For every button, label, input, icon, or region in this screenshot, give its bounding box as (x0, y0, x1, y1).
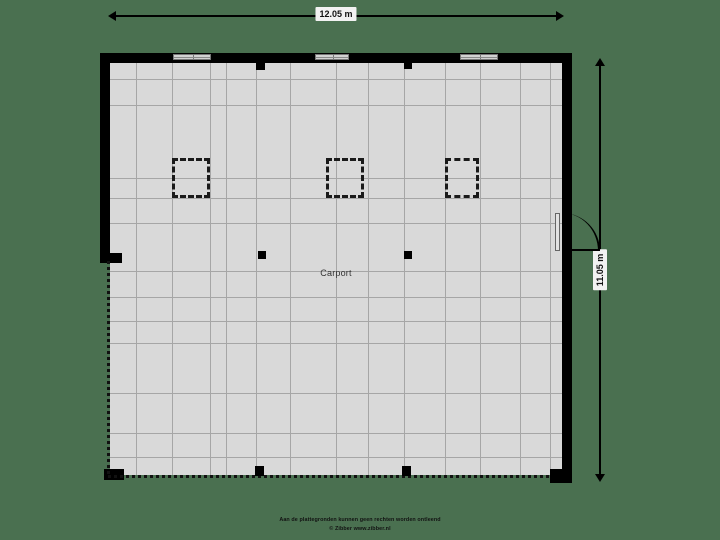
grid-line-vertical (226, 63, 227, 475)
window-top-left (173, 54, 211, 60)
width-dimension: 12.05 m (108, 7, 564, 24)
roof-opening-right (445, 158, 479, 198)
grid-line-horizontal (110, 178, 562, 179)
grid-line-vertical (336, 63, 337, 475)
grid-line-vertical (256, 63, 257, 475)
wall-corner-post-bottom-right (550, 469, 572, 483)
grid-line-horizontal (110, 223, 562, 224)
grid-line-vertical (550, 63, 551, 475)
pillar-right (404, 251, 412, 259)
wall-notch-top-right (554, 63, 562, 69)
window-top-center (315, 54, 349, 60)
footer-line-2: © Zibber www.zibber.nl (329, 526, 391, 532)
dimension-arrow-bottom (595, 474, 605, 482)
grid-line-horizontal (110, 343, 562, 344)
grid-line-horizontal (110, 105, 562, 106)
footer-line-1: Aan de plattegronden kunnen geen rechten… (279, 517, 441, 523)
wall-left-footing (100, 253, 122, 263)
room-label-carport: Carport (320, 268, 352, 278)
height-dimension-label: 11.05 m (593, 249, 607, 291)
grid-line-vertical (210, 63, 211, 475)
wall-left (100, 53, 110, 263)
post-bottom-right (402, 466, 411, 476)
post-bottom-mid (255, 466, 264, 476)
door-leaf[interactable] (555, 213, 560, 251)
window-mullion (480, 55, 481, 59)
window-mullion (193, 55, 194, 59)
roof-opening-left (172, 158, 210, 198)
post-top-mid (256, 63, 265, 70)
window-mullion (333, 55, 334, 59)
floor-plan: Carport (100, 53, 600, 483)
grid-line-vertical (520, 63, 521, 475)
open-edge-bottom (108, 475, 552, 478)
pillar-left (258, 251, 266, 259)
grid-line-horizontal (110, 79, 562, 80)
grid-line-vertical (368, 63, 369, 475)
height-dimension: 11.05 m (592, 58, 608, 482)
open-edge-left (107, 261, 110, 475)
grid-line-vertical (172, 63, 173, 475)
grid-line-vertical (480, 63, 481, 475)
post-top-right (404, 63, 412, 69)
grid-line-vertical (290, 63, 291, 475)
floor-grid (100, 53, 572, 483)
footer-disclaimer: Aan de plattegronden kunnen geen rechten… (0, 516, 720, 534)
width-dimension-label: 12.05 m (315, 7, 357, 21)
dimension-arrow-right (556, 11, 564, 21)
window-top-right (460, 54, 498, 60)
grid-line-horizontal (110, 321, 562, 322)
wall-notch-top-left (110, 63, 118, 69)
roof-opening-center (326, 158, 364, 198)
grid-line-horizontal (110, 433, 562, 434)
grid-line-vertical (136, 63, 137, 475)
grid-line-horizontal (110, 457, 562, 458)
grid-line-horizontal (110, 271, 562, 272)
wall-right (562, 53, 572, 483)
grid-line-vertical (404, 63, 405, 475)
wall-corner-post-bottom-left (104, 469, 124, 480)
grid-line-horizontal (110, 198, 562, 199)
grid-line-horizontal (110, 297, 562, 298)
grid-line-horizontal (110, 393, 562, 394)
grid-line-vertical (445, 63, 446, 475)
